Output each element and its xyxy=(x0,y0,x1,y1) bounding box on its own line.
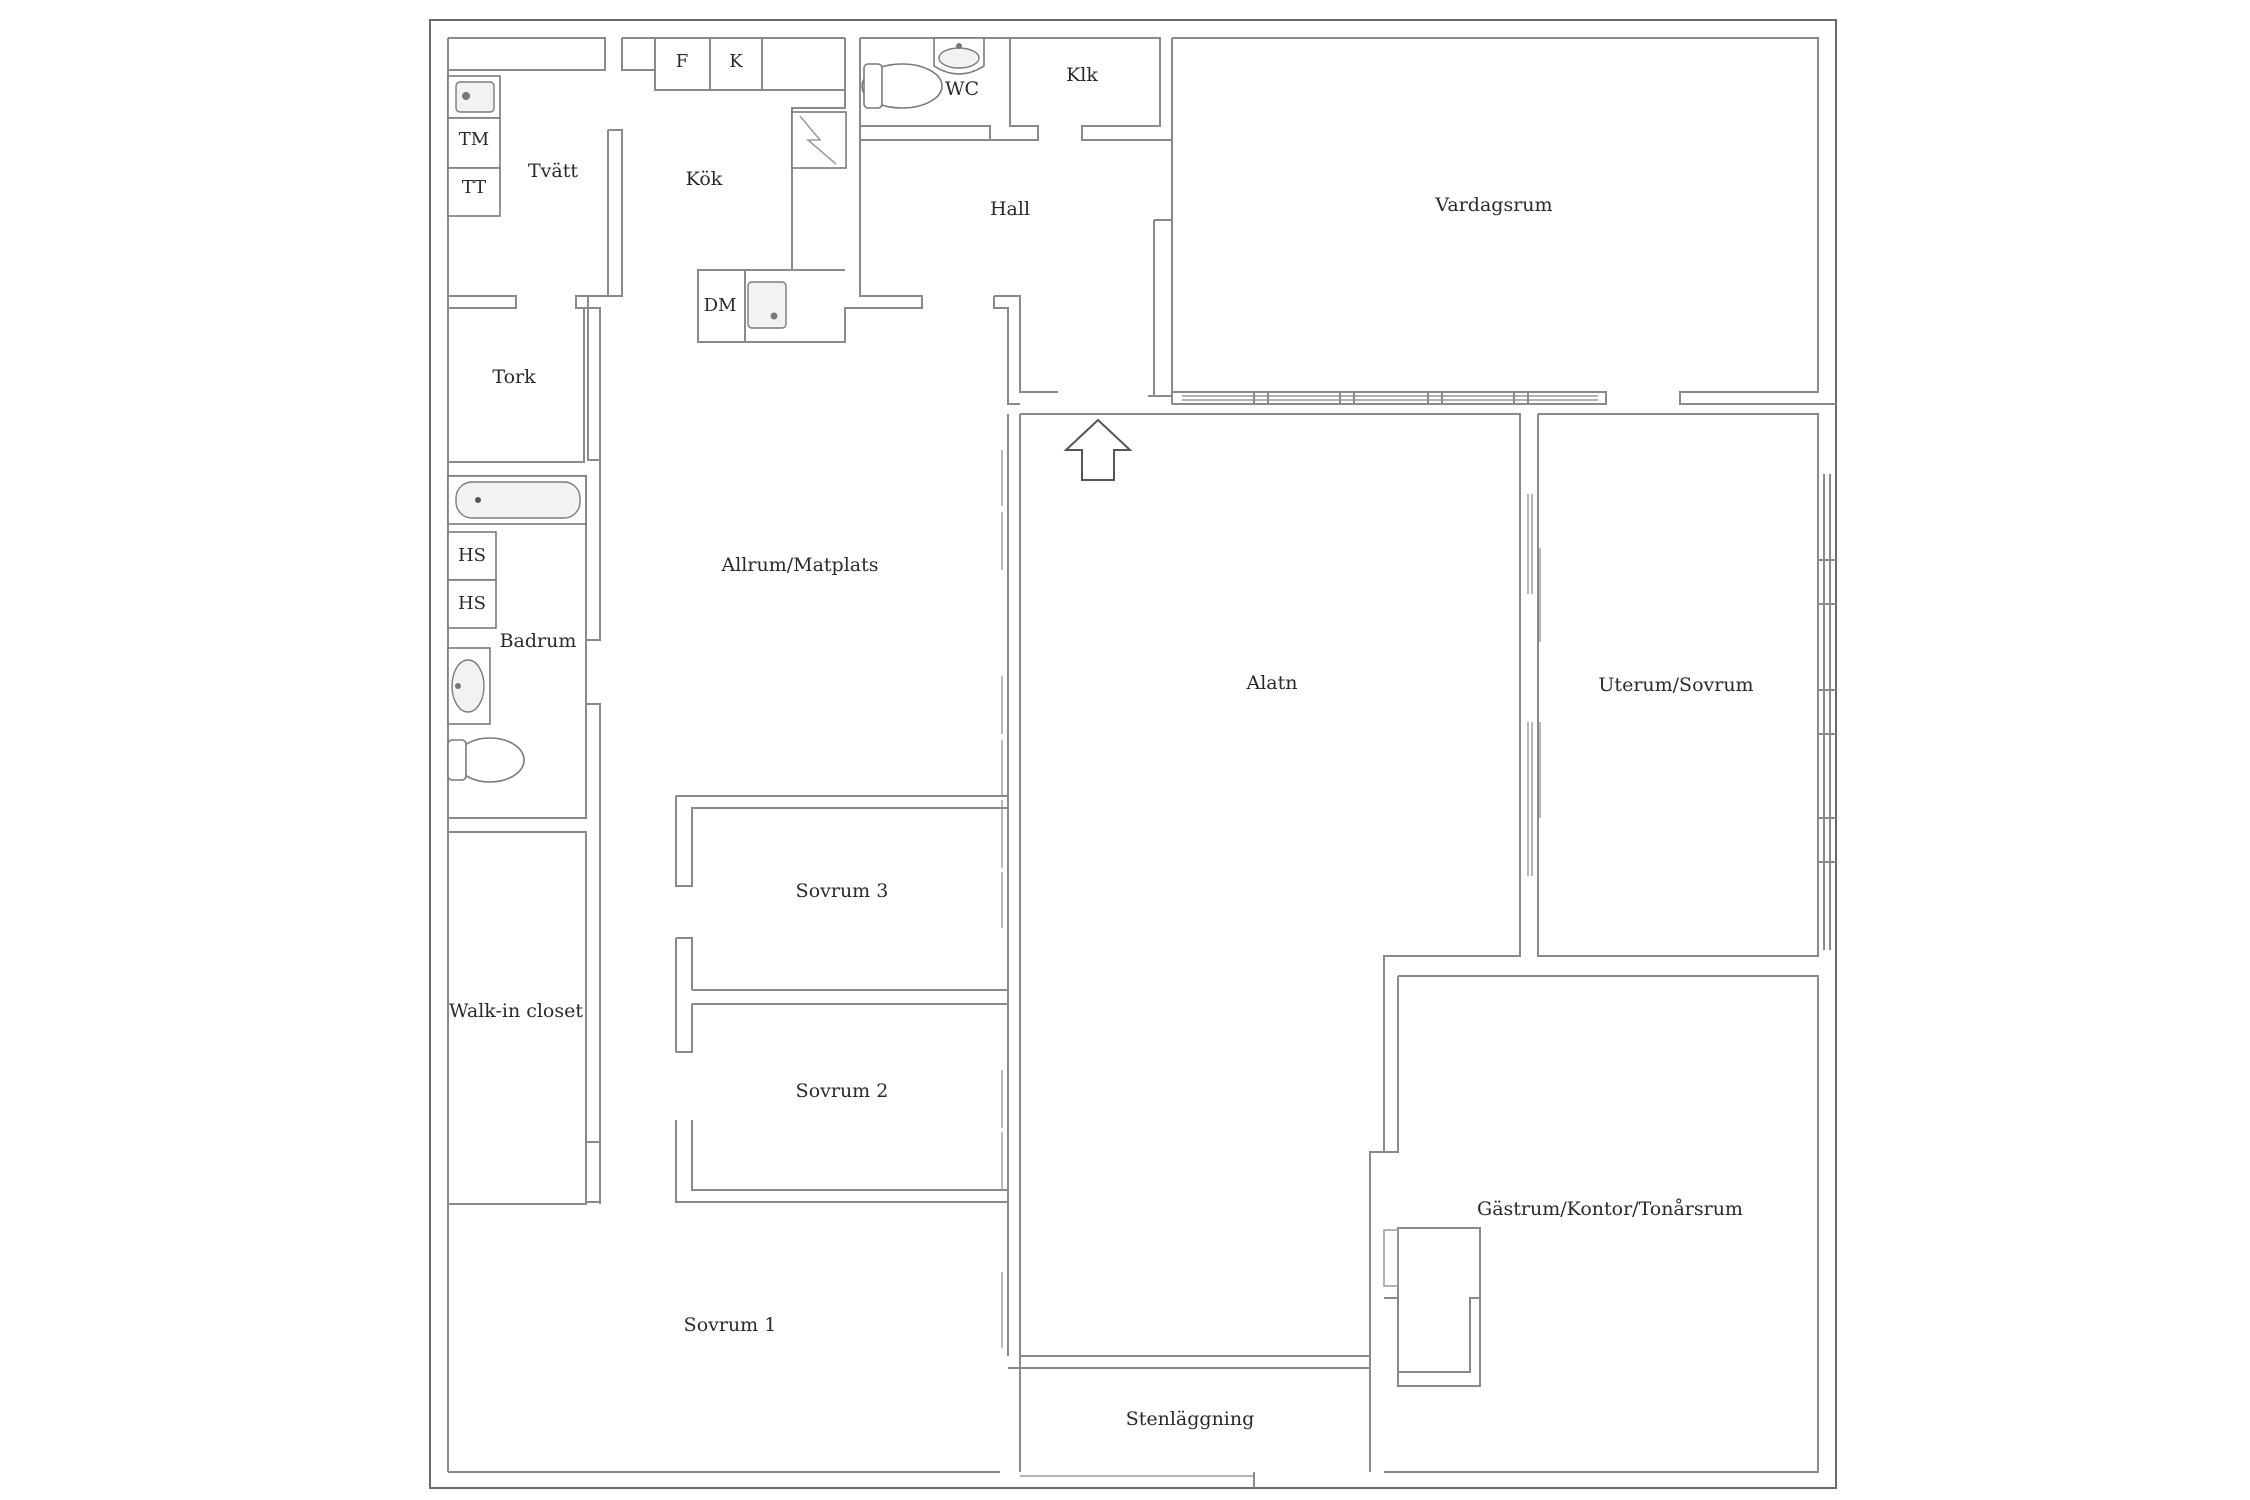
room-tork: Tork xyxy=(492,366,536,388)
room-sovrum1: Sovrum 1 xyxy=(684,1314,777,1336)
washing-machine-box xyxy=(447,117,501,169)
room-walkin: Walk-in closet xyxy=(449,1000,583,1022)
room-badrum: Badrum xyxy=(500,630,577,652)
bathtub-icon xyxy=(447,475,587,525)
room-sovrum2: Sovrum 2 xyxy=(796,1080,889,1102)
walls-kitchen xyxy=(621,37,923,343)
room-klk: Klk xyxy=(1066,64,1098,86)
fridge-label: F xyxy=(676,51,689,72)
room-alatn: Alatn xyxy=(1246,672,1298,694)
room-allrum: Allrum/Matplats xyxy=(721,554,879,576)
hs-label-2: HS xyxy=(458,593,486,614)
sink-icon xyxy=(447,75,501,119)
walls-gastrum xyxy=(1383,975,1819,1473)
toilet-icon xyxy=(861,63,943,109)
kitchen-sink-icon xyxy=(747,281,787,329)
chimney-icon xyxy=(791,111,847,169)
walls-vardagsrum xyxy=(1171,37,1836,405)
badrum-sink-icon xyxy=(447,647,491,725)
tumble-dryer-box xyxy=(447,167,501,217)
room-gastrum: Gästrum/Kontor/Tonårsrum xyxy=(1477,1198,1743,1220)
walls-uterum xyxy=(1527,413,1836,957)
room-uterum: Uterum/Sovrum xyxy=(1598,674,1753,696)
badrum-toilet-icon xyxy=(447,737,525,783)
room-kok: Kök xyxy=(686,168,723,190)
room-tvatt: Tvätt xyxy=(528,160,578,182)
room-stenlaggning: Stenläggning xyxy=(1126,1408,1255,1430)
walls-left-wing xyxy=(447,37,1000,1473)
tm-label: TM xyxy=(459,129,489,150)
wc-sink-icon xyxy=(933,37,985,75)
walls-bedrooms xyxy=(675,795,1009,1203)
walls-alatn xyxy=(1001,413,1521,1488)
dm-label: DM xyxy=(704,295,737,316)
room-sovrum3: Sovrum 3 xyxy=(796,880,889,902)
cabinet-hs-2 xyxy=(447,579,497,629)
entrance-arrow-icon xyxy=(1063,418,1133,481)
room-hall: Hall xyxy=(990,198,1030,220)
room-wc: WC xyxy=(945,78,979,100)
room-vardagsrum: Vardagsrum xyxy=(1434,194,1552,216)
tt-label: TT xyxy=(462,177,486,198)
freezer-label: K xyxy=(729,51,743,72)
hs-label-1: HS xyxy=(458,545,486,566)
outer-boundary xyxy=(429,19,1837,1489)
